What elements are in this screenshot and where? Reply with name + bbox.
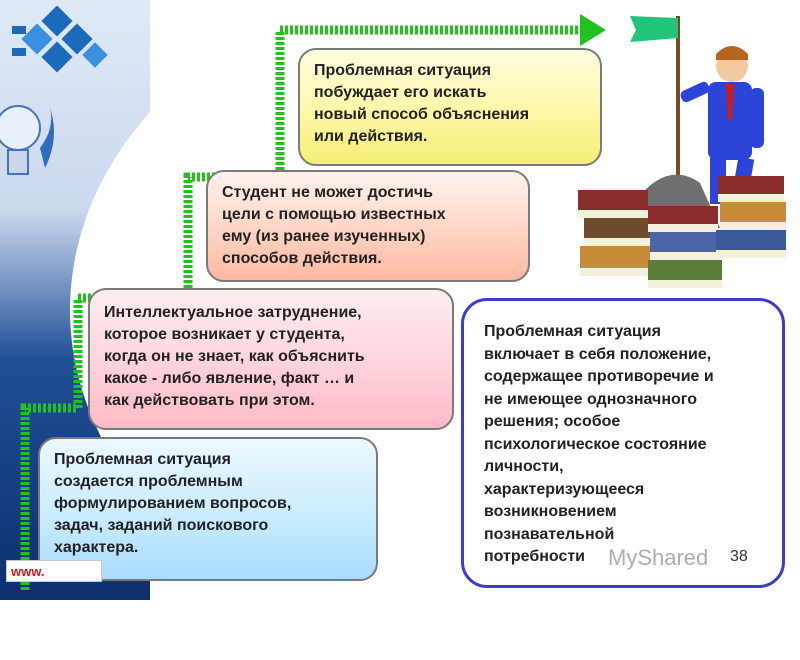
step-card-3-text: Студент не может достичь цели с помощью … — [222, 184, 446, 267]
definition-text: Проблемная ситуация включает в себя поло… — [484, 323, 714, 565]
step-card-4-text: Проблемная ситуация побуждает его искать… — [314, 62, 530, 145]
watermark: MyShared — [608, 545, 709, 570]
step-card-1: Проблемная ситуация создается проблемным… — [38, 437, 378, 581]
url-badge[interactable]: www. — [6, 560, 102, 582]
step-card-4: Проблемная ситуация побуждает его искать… — [298, 48, 602, 166]
definition-card: Проблемная ситуация включает в себя поло… — [461, 298, 785, 588]
step-card-3: Студент не может достичь цели с помощью … — [206, 170, 530, 282]
step-card-1-text: Проблемная ситуация создается проблемным… — [54, 451, 292, 556]
flag-icon — [630, 16, 678, 42]
step-card-2: Интеллектуальное затруднение, которое во… — [88, 288, 454, 430]
step-card-2-text: Интеллектуальное затруднение, которое во… — [104, 304, 365, 409]
page-number: 38 — [730, 548, 748, 565]
climber-illustration — [578, 16, 786, 288]
logo-icon — [12, 6, 108, 73]
light-bulb-icon — [0, 105, 54, 175]
